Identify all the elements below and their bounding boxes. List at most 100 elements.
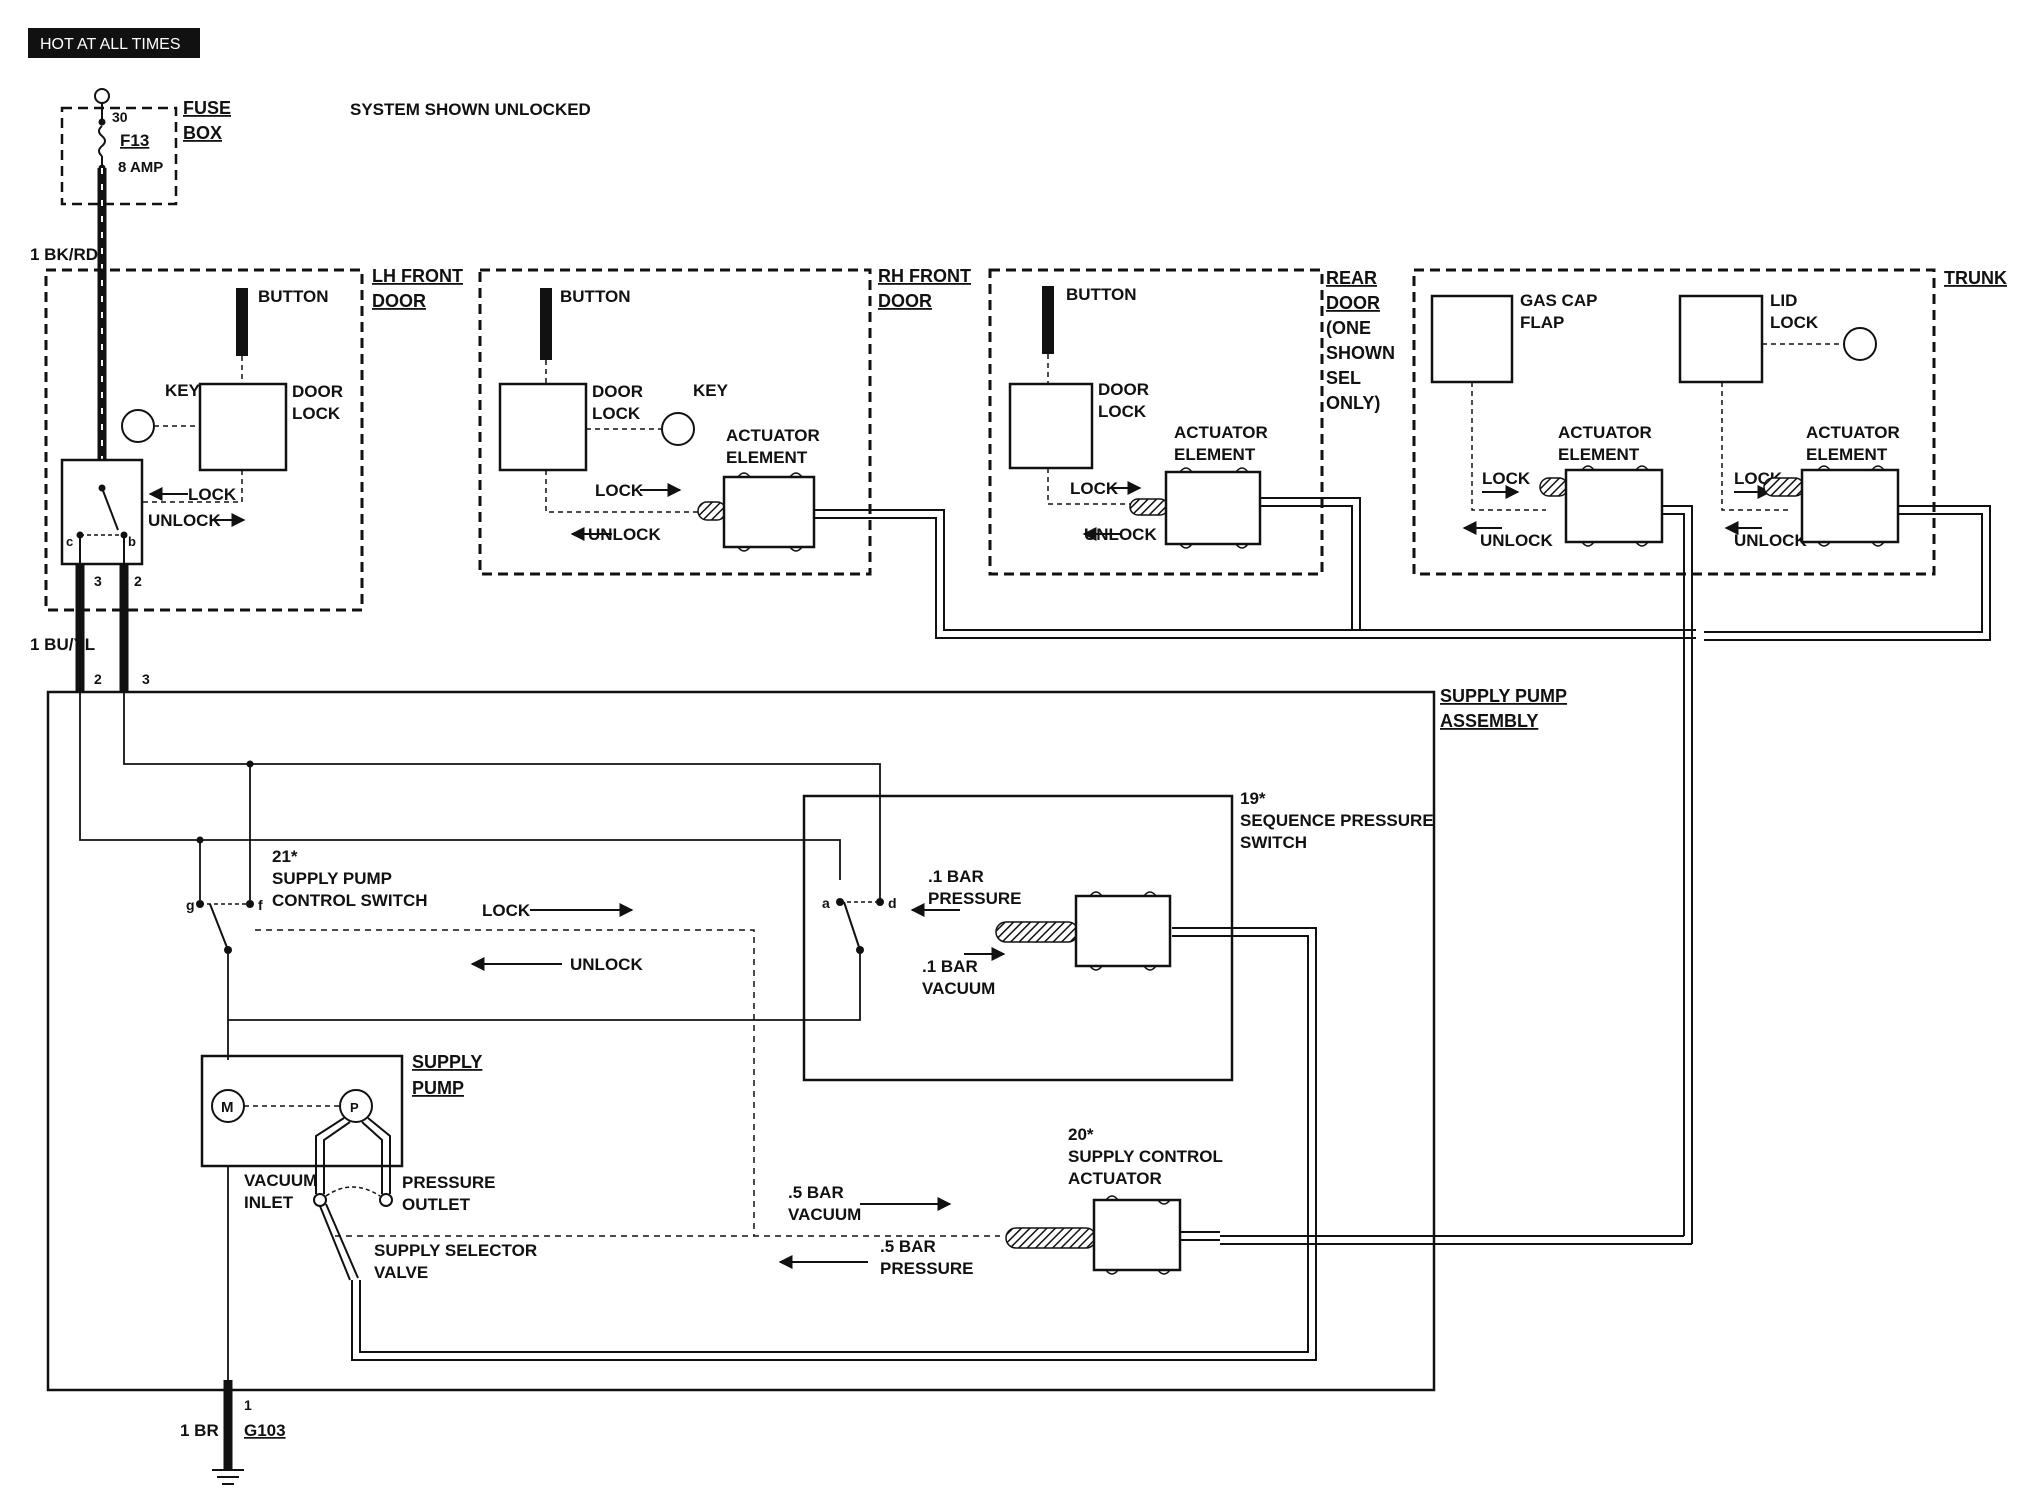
label-rh-front-door-door: DOOR <box>592 382 643 401</box>
label-supply-pump-assembly-contact-d: d <box>888 895 897 911</box>
label-trunk-gas-cap-1: GAS CAP <box>1520 291 1597 310</box>
system-state: SYSTEM SHOWN UNLOCKED <box>350 100 591 119</box>
supply-pump-assembly: SUPPLY PUMP ASSEMBLY g f 21* SUPPLY PUMP… <box>46 686 1567 1392</box>
label-supply-pump-assembly-selector-2: VALVE <box>374 1263 428 1282</box>
hot-label-box <box>28 28 200 58</box>
label-rear-door-door: DOOR <box>1098 380 1149 399</box>
gas-cap-flap <box>1430 294 1514 384</box>
label-lh-front-door-lock: LOCK <box>292 404 341 423</box>
label-fuse-rating: 8 AMP <box>118 159 163 176</box>
seq-actuator <box>1074 894 1172 968</box>
label-rh-front-door-lock: LOCK <box>592 404 641 423</box>
label-trunk-actuator-1: ACTUATOR <box>1558 423 1652 442</box>
rear-door-lock <box>1008 382 1094 470</box>
label-rh-front-door-title-2: DOOR <box>878 291 932 311</box>
label-rear-door-title-4: SHOWN <box>1326 343 1395 363</box>
trunk: TRUNK GAS CAP FLAP LID LOCK ACTUATOR ELE… <box>1412 268 2007 576</box>
label-trunk-unlock-a: UNLOCK <box>1480 531 1553 550</box>
rh-key <box>661 412 695 446</box>
label-supply-pump-assembly-contact-a: a <box>822 895 830 911</box>
label-fuse-box-label-1: FUSE <box>183 98 231 118</box>
lid-lock <box>1678 294 1764 384</box>
label-lh-front-door-door: DOOR <box>292 382 343 401</box>
label-supply-pump-assembly-seq-2: SWITCH <box>1240 833 1307 852</box>
rear-button <box>1042 286 1054 354</box>
label-lh-front-door-contact-b: b <box>128 534 136 549</box>
label-lh-front-door-lock-arrow: LOCK <box>188 485 237 504</box>
rh-door-lock <box>498 382 588 472</box>
label-supply-pump-assembly-ctrl-num: 20* <box>1068 1125 1094 1144</box>
supply-pump <box>200 1054 404 1168</box>
label-rear-door-actuator-2: ELEMENT <box>1174 445 1256 464</box>
fuse-box: 30 F13 8 AMP FUSE BOX <box>60 88 231 206</box>
label-trunk-actuator-b1: ACTUATOR <box>1806 423 1900 442</box>
label-wires-ground-pin: 1 <box>244 1397 252 1413</box>
main-wire: 1 BK/RD <box>30 168 107 460</box>
label-supply-pump-assembly-v01-2: VACUUM <box>922 979 995 998</box>
label-trunk-gas-cap-2: FLAP <box>1520 313 1564 332</box>
label-trunk-lid-2: LOCK <box>1770 313 1819 332</box>
label-rear-door-actuator-1: ACTUATOR <box>1174 423 1268 442</box>
label-supply-pump-assembly-title-1: SUPPLY PUMP <box>1440 686 1567 706</box>
label-supply-pump-assembly-v01-1: .1 BAR <box>922 957 978 976</box>
lh-door-switch <box>60 458 144 566</box>
pump-p <box>339 1089 373 1123</box>
label-lh-front-door-pin-2: 2 <box>134 573 142 589</box>
label-trunk-actuator-2: ELEMENT <box>1558 445 1640 464</box>
vacuum-lines <box>351 497 1991 1361</box>
label-supply-pump-assembly-control-switch-1: SUPPLY PUMP <box>272 869 392 888</box>
ground: 1 1 BR G103 <box>180 1166 286 1485</box>
lh-button <box>236 288 248 356</box>
label-lh-front-door-title-2: DOOR <box>372 291 426 311</box>
label-supply-pump-assembly-control-switch-2: CONTROL SWITCH <box>272 891 428 910</box>
label-supply-pump-assembly-p01-1: .1 BAR <box>928 867 984 886</box>
label-fuse-terminal: 30 <box>112 109 128 125</box>
label-rear-door-lock-arrow: LOCK <box>1070 479 1119 498</box>
label-trunk-lock-a: LOCK <box>1482 469 1531 488</box>
label-lh-front-door-contact-c: c <box>66 534 73 549</box>
label-rear-door-title-1: REAR <box>1326 268 1377 288</box>
lh-key <box>121 409 155 443</box>
label-trunk-title: TRUNK <box>1944 268 2007 288</box>
label-supply-pump-assembly-pressure-1: PRESSURE <box>402 1173 496 1192</box>
label-fuse-fuse-id: F13 <box>120 131 149 150</box>
label-supply-pump-assembly-ctrl-2: ACTUATOR <box>1068 1169 1162 1188</box>
label-supply-pump-assembly-contact-g: g <box>186 897 195 913</box>
label-wires-bu-yl: 1 BU/YL <box>30 635 95 654</box>
label-supply-pump-assembly-vacuum-2: INLET <box>244 1193 294 1212</box>
supply-control-actuator <box>1092 1198 1182 1272</box>
label-supply-pump-assembly-pump-2: PUMP <box>412 1078 464 1098</box>
lh-door-lock <box>198 382 288 472</box>
label-trunk-lid-1: LID <box>1770 291 1797 310</box>
label-supply-pump-assembly-pump-1: SUPPLY <box>412 1052 482 1072</box>
harness-wires: 1 BU/YL 2 3 <box>30 564 150 692</box>
rh-button <box>540 288 552 360</box>
label-rh-front-door-button: BUTTON <box>560 287 631 306</box>
label-supply-pump-assembly-pump-p: P <box>350 1100 359 1115</box>
label-trunk-unlock-b: UNLOCK <box>1734 531 1807 550</box>
label-rh-front-door-actuator-1: ACTUATOR <box>726 426 820 445</box>
label-lh-front-door-title-1: LH FRONT <box>372 266 463 286</box>
label-wires-pin-2: 2 <box>94 671 102 687</box>
label-rh-front-door-unlock-arrow: UNLOCK <box>588 525 661 544</box>
label-supply-pump-assembly-seq-num: 19* <box>1240 789 1266 808</box>
label-lh-front-door-button: BUTTON <box>258 287 329 306</box>
label-lh-front-door-pin-3: 3 <box>94 573 102 589</box>
label-wires-ground-id: G103 <box>244 1421 286 1440</box>
label-supply-pump-assembly-selector-1: SUPPLY SELECTOR <box>374 1241 537 1260</box>
label-rh-front-door-title-1: RH FRONT <box>878 266 971 286</box>
trunk-actuator-b <box>1800 468 1900 544</box>
label-supply-pump-assembly-v05-2: VACUUM <box>788 1205 861 1224</box>
label-wires-ground-wire: 1 BR <box>180 1421 219 1440</box>
label-rear-door-title-5: SEL <box>1326 368 1361 388</box>
label-rear-door-unlock-arrow: UNLOCK <box>1084 525 1157 544</box>
label-supply-pump-assembly-p05-2: PRESSURE <box>880 1259 974 1278</box>
label-rear-door-lock: LOCK <box>1098 402 1147 421</box>
sequence-pressure-switch <box>802 794 1234 1082</box>
label-rh-front-door-lock-arrow: LOCK <box>595 481 644 500</box>
label-supply-pump-assembly-contact-f: f <box>258 897 263 913</box>
label-fuse-box-label-2: BOX <box>183 123 222 143</box>
label-rh-front-door-actuator-2: ELEMENT <box>726 448 808 467</box>
label-supply-pump-assembly-vacuum-1: VACUUM <box>244 1171 317 1190</box>
